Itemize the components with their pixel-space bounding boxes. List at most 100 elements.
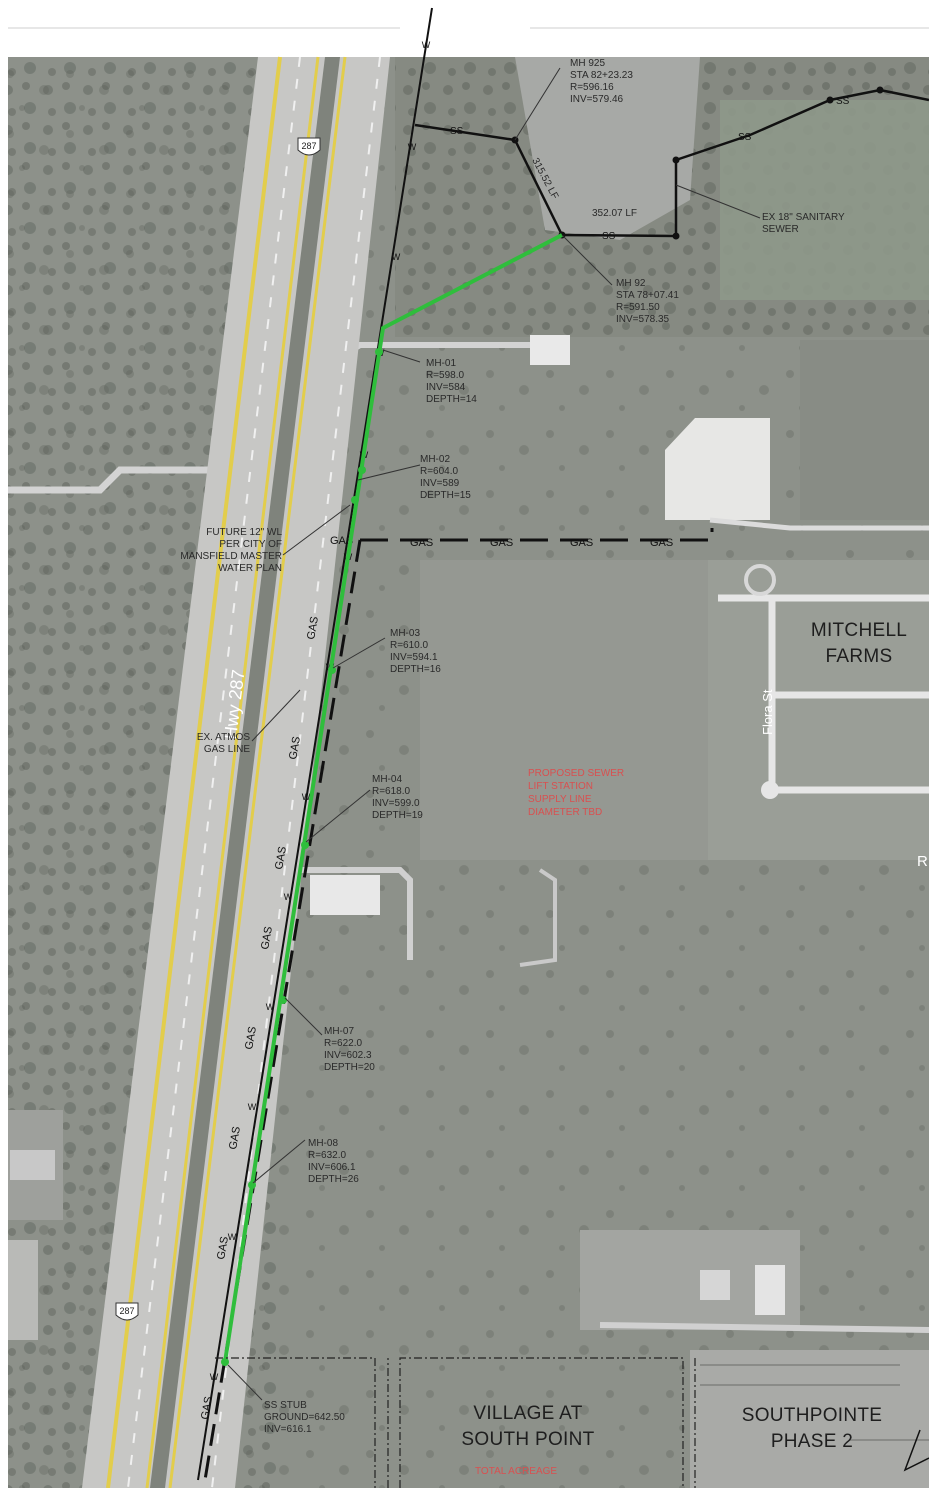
svg-text:INV=579.46: INV=579.46	[570, 94, 624, 105]
svg-text:GAS: GAS	[227, 1126, 243, 1151]
svg-text:GAS: GAS	[410, 537, 433, 549]
svg-text:R=632.0: R=632.0	[308, 1150, 347, 1161]
edge-letter: R	[917, 853, 928, 870]
svg-text:MANSFIELD MASTER: MANSFIELD MASTER	[180, 551, 282, 562]
svg-text:R=596.16: R=596.16	[570, 82, 614, 93]
existing-gas-callout: EX. ATMOS GAS LINE	[197, 732, 250, 755]
sewer-labels: SS SS SS SS	[450, 96, 850, 242]
svg-text:STA 82+23.23: STA 82+23.23	[570, 70, 633, 81]
svg-text:W: W	[266, 1002, 275, 1012]
hwy-287-shield-south: 287	[115, 1302, 139, 1321]
svg-text:SS: SS	[602, 231, 616, 242]
svg-text:PROPOSED SEWER: PROPOSED SEWER	[528, 768, 624, 779]
svg-text:GAS: GAS	[243, 1026, 259, 1051]
southpointe-phase2-label: SOUTHPOINTE PHASE 2	[741, 1405, 883, 1452]
svg-text:EX 18" SANITARY: EX 18" SANITARY	[762, 212, 845, 223]
svg-text:INV=616.1: INV=616.1	[264, 1424, 312, 1435]
mitchell-farms-lots	[708, 560, 929, 860]
total-acreage-note: TOTAL ACREAGE	[475, 1466, 557, 1477]
existing-mh-925-callout: MH 925 STA 82+23.23 R=596.16 INV=579.46	[570, 58, 633, 105]
svg-text:GAS: GAS	[570, 537, 593, 549]
svg-text:INV=606.1: INV=606.1	[308, 1162, 356, 1173]
svg-text:MH-03: MH-03	[390, 628, 420, 639]
gas-line-labels: GAS GAS GAS GAS GAS GAS GAS GAS GAS GAS …	[199, 535, 673, 1421]
svg-text:SEWER: SEWER	[762, 224, 799, 235]
svg-text:R=610.0: R=610.0	[390, 640, 429, 651]
svg-text:SS: SS	[450, 126, 464, 137]
svg-text:GAS: GAS	[273, 846, 289, 871]
svg-text:MH-01: MH-01	[426, 358, 456, 369]
svg-text:PER CITY OF: PER CITY OF	[219, 539, 282, 550]
mh-08-callout: MH-08 R=632.0 INV=606.1 DEPTH=26	[308, 1138, 359, 1185]
svg-text:GAS: GAS	[259, 926, 275, 951]
svg-text:WATER PLAN: WATER PLAN	[218, 563, 282, 574]
hwy-287-roadway	[82, 57, 390, 1488]
svg-text:GAS: GAS	[199, 1396, 215, 1421]
svg-text:W: W	[422, 40, 431, 50]
svg-text:DEPTH=20: DEPTH=20	[324, 1062, 375, 1073]
svg-text:GAS: GAS	[490, 537, 513, 549]
mh-04-callout: MH-04 R=618.0 INV=599.0 DEPTH=19	[372, 774, 423, 821]
svg-text:INV=578.35: INV=578.35	[616, 314, 670, 325]
sewer-stub-callout: SS STUB GROUND=642.50 INV=616.1	[264, 1400, 345, 1435]
svg-text:FUTURE 12" WL: FUTURE 12" WL	[206, 527, 282, 538]
svg-text:MH-04: MH-04	[372, 774, 402, 785]
svg-text:MH-02: MH-02	[420, 454, 450, 465]
svg-text:287: 287	[301, 141, 316, 151]
svg-text:EX. ATMOS: EX. ATMOS	[197, 732, 250, 743]
paved-lot-north	[515, 57, 700, 240]
svg-text:MH-07: MH-07	[324, 1026, 354, 1037]
mh-07-callout: MH-07 R=622.0 INV=602.3 DEPTH=20	[324, 1026, 375, 1073]
svg-text:R=598.0: R=598.0	[426, 370, 465, 381]
svg-text:287: 287	[119, 1306, 134, 1316]
svg-text:GAS: GAS	[650, 537, 673, 549]
svg-text:DIAMETER TBD: DIAMETER TBD	[528, 807, 602, 818]
svg-text:W: W	[392, 252, 401, 262]
svg-text:INV=602.3: INV=602.3	[324, 1050, 372, 1061]
svg-text:INV=599.0: INV=599.0	[372, 798, 420, 809]
svg-text:MH 92: MH 92	[616, 278, 646, 289]
village-at-south-point-label: VILLAGE AT SOUTH POINT	[461, 1403, 595, 1450]
svg-text:R=604.0: R=604.0	[420, 466, 459, 477]
svg-text:GAS: GAS	[287, 736, 303, 761]
svg-text:W: W	[408, 142, 417, 152]
svg-text:INV=589: INV=589	[420, 478, 460, 489]
mh-03-callout: MH-03 R=610.0 INV=594.1 DEPTH=16	[390, 628, 441, 675]
svg-text:DEPTH=15: DEPTH=15	[420, 490, 471, 501]
existing-mh-92-callout: MH 92 STA 78+07.41 R=591.50 INV=578.35	[616, 278, 679, 325]
svg-text:R=591.50: R=591.50	[616, 302, 660, 313]
developed-pad	[665, 418, 770, 520]
svg-text:W: W	[302, 792, 311, 802]
svg-text:STA 78+07.41: STA 78+07.41	[616, 290, 679, 301]
svg-text:GAS LINE: GAS LINE	[204, 744, 250, 755]
svg-text:W: W	[210, 1372, 219, 1382]
mh-01-callout: MH-01 R=598.0 INV=584 DEPTH=14	[426, 358, 477, 405]
svg-text:INV=584: INV=584	[426, 382, 466, 393]
svg-text:SS STUB: SS STUB	[264, 1400, 307, 1411]
proposed-sanitary-sewer	[223, 233, 563, 1363]
property-boundaries	[215, 1357, 696, 1488]
svg-text:SS: SS	[738, 132, 752, 143]
future-waterline-callout: FUTURE 12" WL PER CITY OF MANSFIELD MAST…	[180, 527, 282, 574]
svg-text:352.07 LF: 352.07 LF	[592, 208, 637, 219]
svg-text:LIFT STATION: LIFT STATION	[528, 781, 593, 792]
hwy-287-median	[150, 57, 340, 1488]
svg-text:W: W	[228, 1232, 237, 1242]
svg-text:DEPTH=26: DEPTH=26	[308, 1174, 359, 1185]
proposed-lift-station-note: PROPOSED SEWER LIFT STATION SUPPLY LINE …	[528, 768, 624, 818]
mitchell-farms-label: MITCHELL FARMS	[810, 620, 908, 667]
svg-text:R=622.0: R=622.0	[324, 1038, 363, 1049]
svg-text:MH-08: MH-08	[308, 1138, 338, 1149]
svg-text:SS: SS	[836, 96, 850, 107]
svg-text:W: W	[248, 1102, 257, 1112]
hwy-287-shield-north: 287	[297, 137, 321, 156]
existing-water-line	[197, 7, 433, 1481]
svg-text:DEPTH=16: DEPTH=16	[390, 664, 441, 675]
svg-text:GAS: GAS	[330, 535, 353, 547]
mh-02-callout: MH-02 R=604.0 INV=589 DEPTH=15	[420, 454, 471, 501]
open-field	[420, 560, 710, 860]
svg-text:INV=594.1: INV=594.1	[390, 652, 438, 663]
svg-text:SUPPLY LINE: SUPPLY LINE	[528, 794, 592, 805]
svg-text:GROUND=642.50: GROUND=642.50	[264, 1412, 345, 1423]
